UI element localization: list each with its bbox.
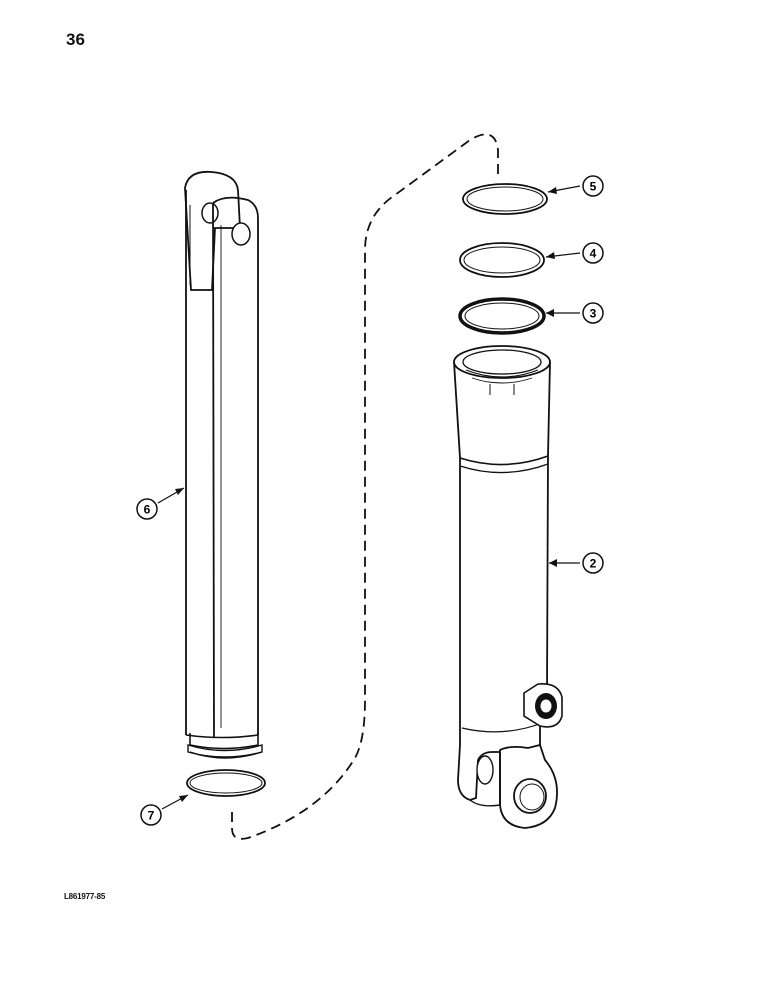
callout-3: 3 — [546, 302, 604, 324]
o-ring — [458, 297, 546, 335]
callout-7-label: 7 — [148, 809, 155, 823]
backup-ring — [459, 242, 545, 278]
callout-6-label: 6 — [144, 503, 151, 517]
callout-7: 7 — [140, 794, 189, 826]
callout-5-label: 5 — [590, 180, 597, 194]
callout-6: 6 — [136, 487, 185, 520]
callout-3-label: 3 — [590, 307, 597, 321]
callout-2: 2 — [549, 552, 604, 574]
callout-2-label: 2 — [590, 557, 597, 571]
callout-5: 5 — [547, 175, 604, 197]
callout-4-label: 4 — [590, 247, 597, 261]
piston-rod — [184, 170, 263, 759]
drawing-reference-number: L861977-85 — [64, 892, 106, 901]
assembly-dashed-line — [231, 133, 499, 840]
retaining-ring — [186, 769, 266, 797]
page-number: 36 — [66, 30, 85, 49]
cylinder-barrel — [453, 345, 563, 829]
callout-4: 4 — [545, 242, 604, 264]
seal-ring — [462, 183, 548, 215]
